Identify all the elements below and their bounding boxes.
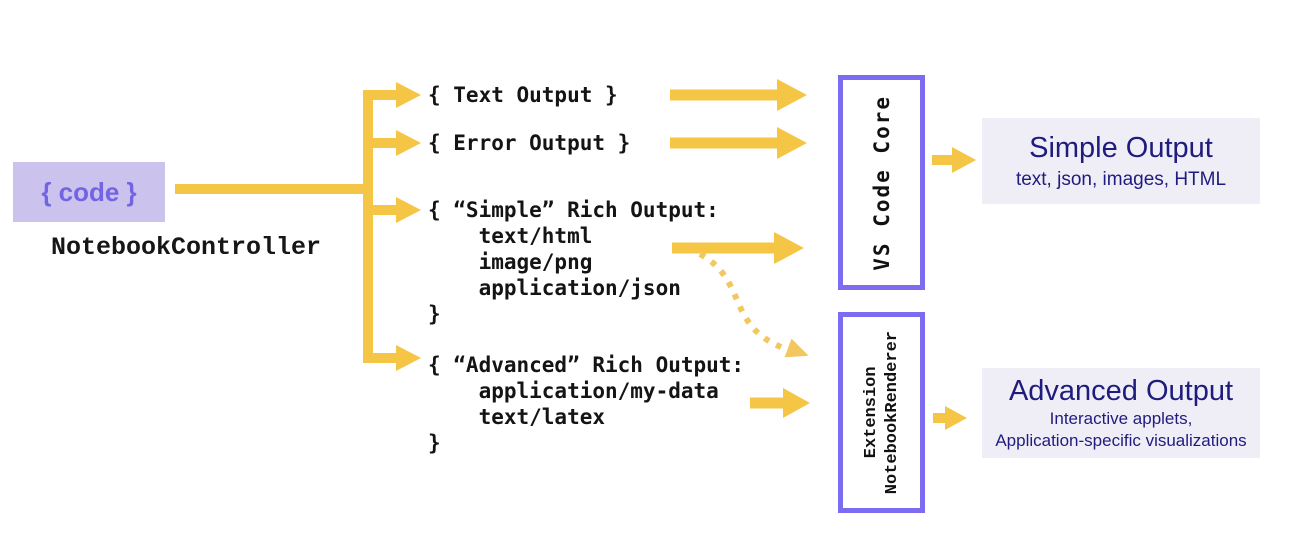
vs-code-core-label: VS Code Core	[869, 94, 894, 271]
code-box-label: { code }	[41, 176, 137, 207]
simple-output-box: Simple Output text, json, images, HTML	[982, 118, 1260, 204]
extension-notebook-renderer-box: Extension NotebookRenderer	[838, 312, 925, 513]
extension-notebook-renderer-label: Extension NotebookRenderer	[861, 330, 902, 495]
advanced-output-title: Advanced Output	[1008, 375, 1234, 407]
branch-arrowhead-text	[396, 82, 421, 108]
simple-rich-output-label: { “Simple” Rich Output: text/html image/…	[428, 198, 719, 326]
advanced-output-box: Advanced Output Interactive applets, App…	[982, 368, 1260, 458]
error-output-label: { Error Output }	[428, 131, 631, 155]
vs-code-core-box: VS Code Core	[838, 75, 925, 290]
simple-output-subtitle: text, json, images, HTML	[1015, 168, 1227, 190]
advanced-rich-output-label: { “Advanced” Rich Output: application/my…	[428, 353, 745, 455]
simple-output-title: Simple Output	[1029, 131, 1213, 164]
dotted-arrowhead	[784, 338, 809, 358]
branch-arrowhead-advanced	[396, 345, 421, 371]
advanced-output-subtitle-line2: Application-specific visualizations	[995, 431, 1247, 450]
branch-arrowhead-error	[396, 130, 421, 156]
notebook-controller-label: NotebookController	[50, 233, 322, 262]
text-output-label: { Text Output }	[428, 83, 618, 107]
code-box: { code }	[13, 162, 165, 222]
advanced-output-subtitle-line1: Interactive applets,	[1049, 409, 1193, 428]
branch-arrowhead-simple	[396, 197, 421, 223]
